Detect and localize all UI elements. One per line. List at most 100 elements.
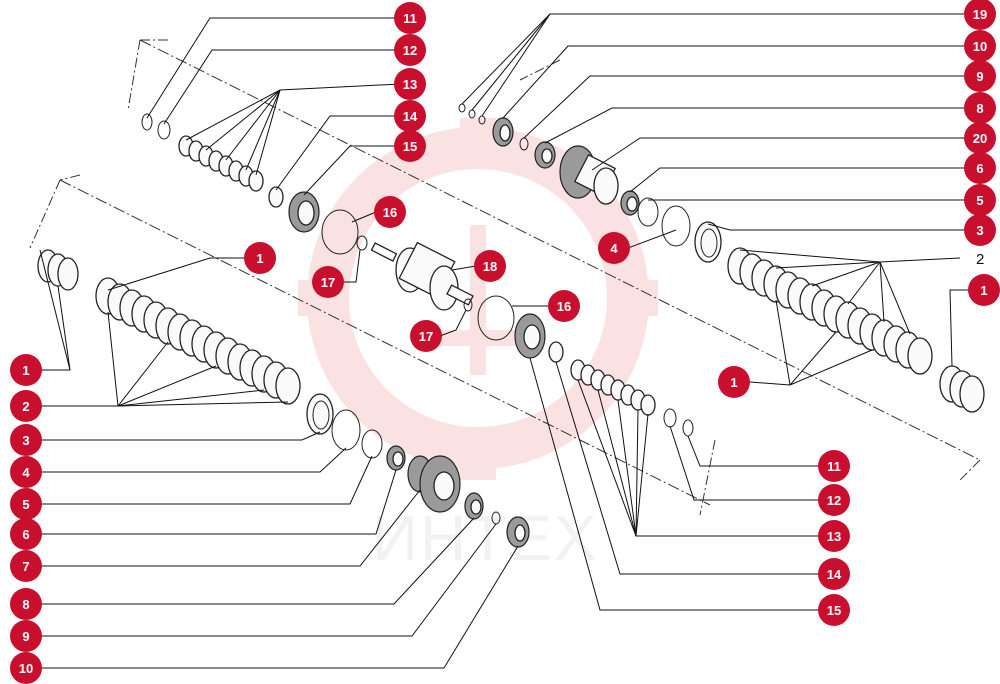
svg-text:14: 14 (827, 567, 842, 582)
part-snap-ring-11-bottom (682, 419, 694, 437)
watermark-logo: ИНТЕХ (298, 118, 658, 574)
svg-text:6: 6 (976, 161, 983, 176)
svg-text:17: 17 (419, 329, 433, 344)
part-ring-17-right (463, 298, 473, 312)
part-springs-1-right (939, 365, 985, 413)
callout-11-bottom: 11 (818, 450, 850, 482)
svg-text:13: 13 (827, 529, 841, 544)
part-disc-pack-13-bottom (570, 359, 656, 416)
watermark-text: ИНТЕХ (372, 502, 599, 574)
part-bearing-15-top (288, 191, 320, 233)
part-shaft-18 (370, 241, 474, 311)
svg-text:13: 13 (403, 77, 417, 92)
part-oring-5-top (637, 197, 659, 227)
svg-text:1: 1 (730, 375, 737, 390)
callouts-bottom-right: 11 12 13 14 15 (818, 450, 850, 626)
callout-13-top: 13 (394, 68, 426, 100)
part-bearing-6-left (386, 445, 406, 471)
svg-text:4: 4 (610, 241, 618, 256)
callout-8-top: 8 (964, 92, 996, 124)
svg-text:8: 8 (976, 101, 983, 116)
callout-16-right: 16 (548, 290, 580, 322)
svg-text:3: 3 (976, 223, 983, 238)
part-bearing-8-top (534, 141, 556, 169)
callout-4-center: 4 (598, 232, 630, 264)
part-bearing-6-top (620, 190, 640, 216)
callout-18: 18 (474, 250, 506, 282)
part-snap-ring-12-top (157, 120, 171, 140)
svg-text:2: 2 (22, 399, 29, 414)
svg-text:12: 12 (403, 43, 417, 58)
part-gear-20 (559, 145, 619, 205)
part-bearing-15-bottom (514, 313, 546, 359)
svg-text:16: 16 (383, 205, 397, 220)
callout-12-bottom: 12 (818, 484, 850, 516)
part-oring-16-right (477, 295, 515, 341)
svg-text:1: 1 (980, 283, 987, 298)
svg-text:1: 1 (22, 363, 29, 378)
callout-5-left: 5 (10, 488, 42, 520)
callout-19: 19 (964, 0, 996, 30)
callout-5-top: 5 (964, 184, 996, 216)
svg-text:4: 4 (22, 465, 30, 480)
svg-text:10: 10 (19, 661, 33, 676)
svg-text:11: 11 (403, 11, 417, 26)
svg-text:9: 9 (976, 69, 983, 84)
callout-7-left: 7 (10, 550, 42, 582)
callouts-left: 1 2 3 4 5 6 7 8 9 10 (10, 354, 42, 684)
svg-text:7: 7 (22, 559, 29, 574)
callout-14-top: 14 (394, 100, 426, 132)
callout-3-top: 3 (964, 214, 996, 246)
svg-text:20: 20 (973, 131, 987, 146)
svg-text:10: 10 (973, 39, 987, 54)
svg-text:19: 19 (973, 7, 987, 22)
svg-text:5: 5 (976, 193, 983, 208)
callout-1-center: 1 (244, 242, 276, 274)
svg-text:5: 5 (22, 497, 29, 512)
part-disc-pack-2-left (95, 277, 301, 405)
svg-text:16: 16 (557, 299, 571, 314)
callout-6-top: 6 (964, 152, 996, 184)
part-bearing-8-left (464, 492, 484, 520)
part-oring-16-left (321, 209, 359, 255)
callout-8-left: 8 (10, 588, 42, 620)
part-disc-pack-13-top (178, 135, 264, 192)
svg-text:1: 1 (256, 251, 263, 266)
callout-4-left: 4 (10, 456, 42, 488)
callout-6-left: 6 (10, 518, 42, 550)
callout-20: 20 (964, 122, 996, 154)
callout-3-left: 3 (10, 424, 42, 456)
callout-17-left: 17 (312, 266, 344, 298)
part-seal-3-left (306, 393, 334, 435)
callout-10-left: 10 (10, 652, 42, 684)
part-bearing-10-left (506, 516, 530, 548)
callouts-center: 16 17 18 16 17 4 1 1 (244, 196, 750, 398)
part-bearing-10-top (492, 117, 514, 147)
callout-9-left: 9 (10, 620, 42, 652)
callout-15-bottom: 15 (818, 594, 850, 626)
svg-text:9: 9 (22, 629, 29, 644)
part-washer-14-top (268, 186, 284, 208)
leader-lines (39, 13, 970, 669)
svg-text:11: 11 (827, 459, 841, 474)
svg-text:12: 12 (827, 493, 841, 508)
callouts-top-left: 11 12 13 14 15 (394, 2, 426, 162)
part-gear-7 (407, 455, 461, 513)
part-ring-17-left (356, 235, 368, 251)
svg-text:3: 3 (22, 433, 29, 448)
part-washer-14-bottom (548, 341, 564, 363)
part-oring-4-top (661, 205, 691, 247)
part-oring-5-left (361, 429, 383, 459)
callout-2-left: 2 (10, 390, 42, 422)
part-disc-pack-2-right (727, 247, 933, 375)
callout-15-top: 15 (394, 130, 426, 162)
svg-text:14: 14 (403, 109, 418, 124)
callout-10-top: 10 (964, 30, 996, 62)
part-seal-3-top (694, 221, 722, 263)
callout-16-left: 16 (374, 196, 406, 228)
svg-text:17: 17 (321, 275, 335, 290)
callout-11-top: 11 (394, 2, 426, 34)
svg-text:15: 15 (403, 139, 417, 154)
callout-1-right: 1 (968, 274, 1000, 306)
